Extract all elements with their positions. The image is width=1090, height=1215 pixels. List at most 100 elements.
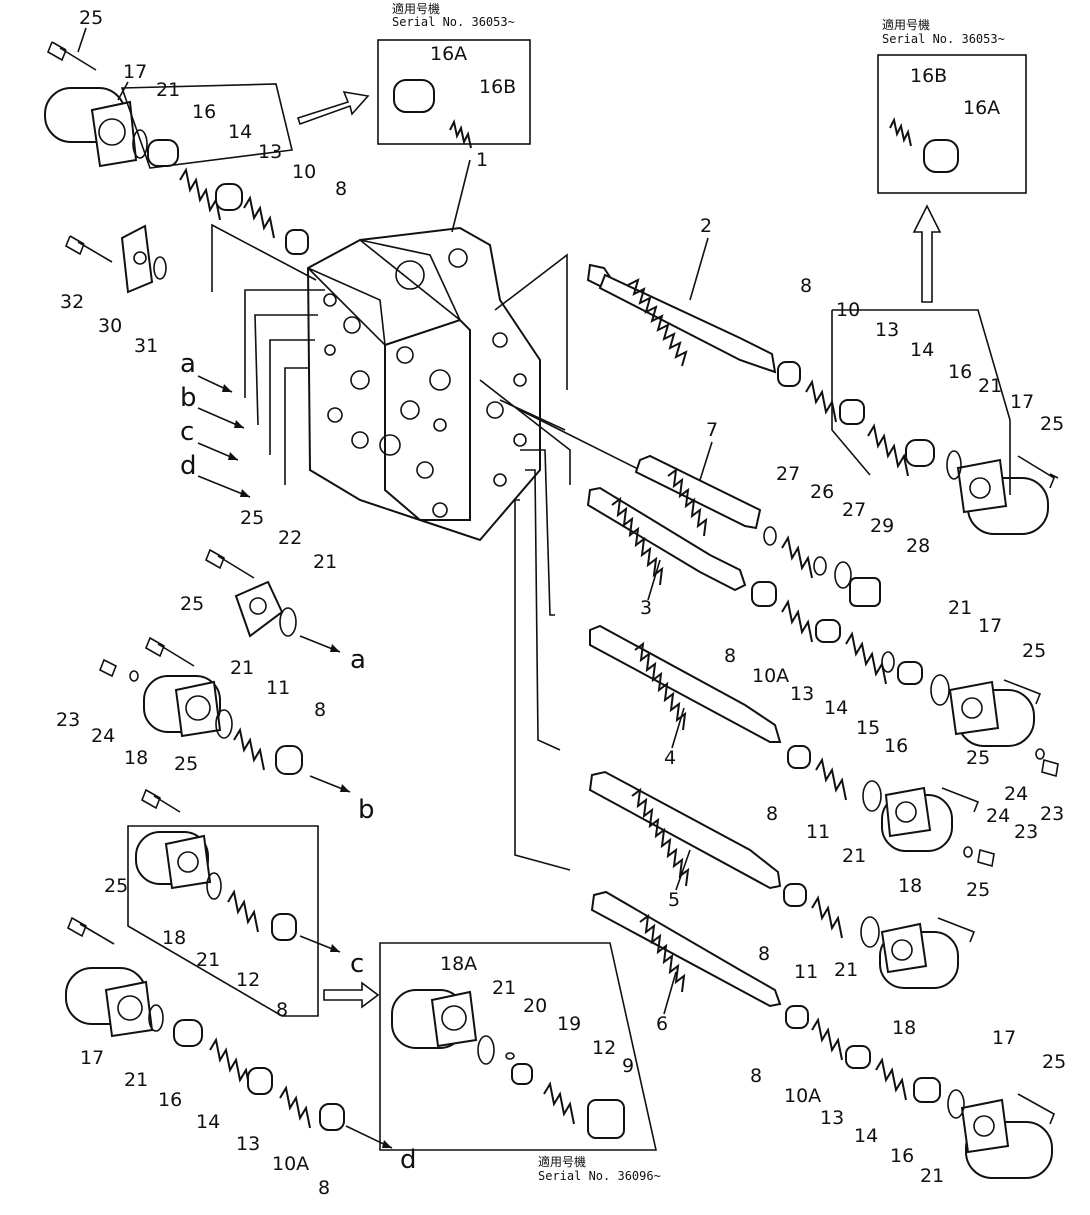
solenoid-18-right-1 (881, 786, 953, 852)
callout: 17 (123, 61, 147, 83)
callout: 6 (656, 1013, 668, 1035)
callout: 21 (230, 657, 254, 679)
callout: 17 (992, 1027, 1016, 1049)
serial-note-top-right: 適用号機 Serial No. 36053~ (877, 17, 1027, 194)
callout: 13 (820, 1107, 844, 1129)
hollow-arrow-right-bottom (323, 981, 380, 1009)
small-parts (129, 79, 1045, 1139)
callout: 26 (810, 481, 834, 503)
callout: 21 (492, 977, 516, 999)
callout: 17 (978, 615, 1002, 637)
serial-note-box (379, 942, 657, 1151)
solenoid-17-right-mid (948, 680, 1035, 747)
callout: 25 (1040, 413, 1064, 435)
callout: 18 (124, 747, 148, 769)
callout: 14 (228, 121, 252, 143)
callout: 8 (766, 803, 778, 825)
serial-note-top-center: 適用号機 Serial No. 36053~ (377, 1, 531, 145)
callout: 10A (752, 665, 789, 687)
port-label-a: a (180, 349, 196, 379)
serial-note-number: Serial No. 36096~ (538, 1169, 661, 1183)
hollow-arrow-right (296, 90, 370, 126)
callout: 17 (1010, 391, 1034, 413)
callout: 30 (98, 315, 122, 337)
callout: 13 (236, 1133, 260, 1155)
callout: 21 (834, 959, 858, 981)
callout: 18A (440, 953, 477, 975)
callout: 7 (706, 419, 718, 441)
callout: 21 (978, 375, 1002, 397)
port-label-d-target: d (400, 1145, 417, 1175)
callout: 21 (920, 1165, 944, 1187)
callout: 32 (60, 291, 84, 313)
callout: 25 (174, 753, 198, 775)
port-label-d: d (180, 451, 197, 481)
callout: 25 (966, 879, 990, 901)
spool-3 (586, 486, 747, 592)
callout: 21 (196, 949, 220, 971)
callout: 14 (854, 1125, 878, 1147)
port-label-b: b (180, 383, 197, 413)
callout: 16B (479, 76, 516, 98)
callout: 13 (875, 319, 899, 341)
callout: 23 (1014, 821, 1038, 843)
callout: 5 (668, 889, 680, 911)
callout: 10 (836, 299, 860, 321)
callout: 25 (104, 875, 128, 897)
callout-leaders (77, 27, 713, 1015)
callout: 24 (91, 725, 115, 747)
callout: 16A (430, 43, 467, 65)
callout: 9 (622, 1055, 634, 1077)
callout: 8 (314, 699, 326, 721)
callout: 25 (240, 507, 264, 529)
solenoid-18-right-2 (879, 922, 959, 989)
callout: 24 (986, 805, 1010, 827)
cover-30 (120, 224, 154, 294)
solenoid-18-left-c (135, 831, 212, 890)
spool-6 (590, 890, 782, 1008)
callout: 16 (158, 1089, 182, 1111)
callout: 23 (56, 709, 80, 731)
solenoid-17-right-top (956, 458, 1049, 535)
solenoid-17-left-d (65, 967, 154, 1038)
callout: 10A (784, 1085, 821, 1107)
callout: 8 (758, 943, 770, 965)
serial-note-bottom: 適用号機 Serial No. 36096~ (379, 942, 661, 1183)
callout: 10A (272, 1153, 309, 1175)
port-label-c-target: c (350, 949, 364, 979)
callout: 21 (948, 597, 972, 619)
callout: 8 (724, 645, 736, 667)
callout: 8 (800, 275, 812, 297)
callout: 25 (1022, 640, 1046, 662)
callout: 18 (162, 927, 186, 949)
hollow-arrow-up (912, 204, 942, 303)
spool-4 (589, 624, 782, 743)
port-label-a-target: a (350, 645, 366, 675)
callout: 16 (192, 101, 216, 123)
callout: 25 (79, 7, 103, 29)
callout: 13 (258, 141, 282, 163)
serial-note-box (877, 54, 1027, 194)
valve-body (306, 226, 541, 542)
callout: 13 (790, 683, 814, 705)
callout: 21 (842, 845, 866, 867)
callout: 31 (134, 335, 158, 357)
callout: 18 (892, 1017, 916, 1039)
spool-7 (634, 454, 762, 537)
part-callouts: 25 17 21 16 14 13 10 8 16A 16B 16B 16A 1… (56, 7, 1066, 1199)
callout: 25 (1042, 1051, 1066, 1073)
callout: 16A (963, 97, 1000, 119)
serial-note-number: Serial No. 36053~ (392, 15, 515, 29)
callout: 19 (557, 1013, 581, 1035)
callout: 24 (1004, 783, 1028, 805)
callout: 8 (318, 1177, 330, 1199)
port-label-c: c (180, 417, 194, 447)
serial-note-box (377, 39, 531, 145)
solenoid-18A (391, 989, 478, 1049)
callout: 11 (266, 677, 290, 699)
spool-2 (586, 263, 777, 374)
callout: 12 (236, 969, 260, 991)
leader-lines (211, 159, 641, 871)
serial-note-title: 適用号機 (882, 17, 930, 32)
callout: 16 (890, 1145, 914, 1167)
